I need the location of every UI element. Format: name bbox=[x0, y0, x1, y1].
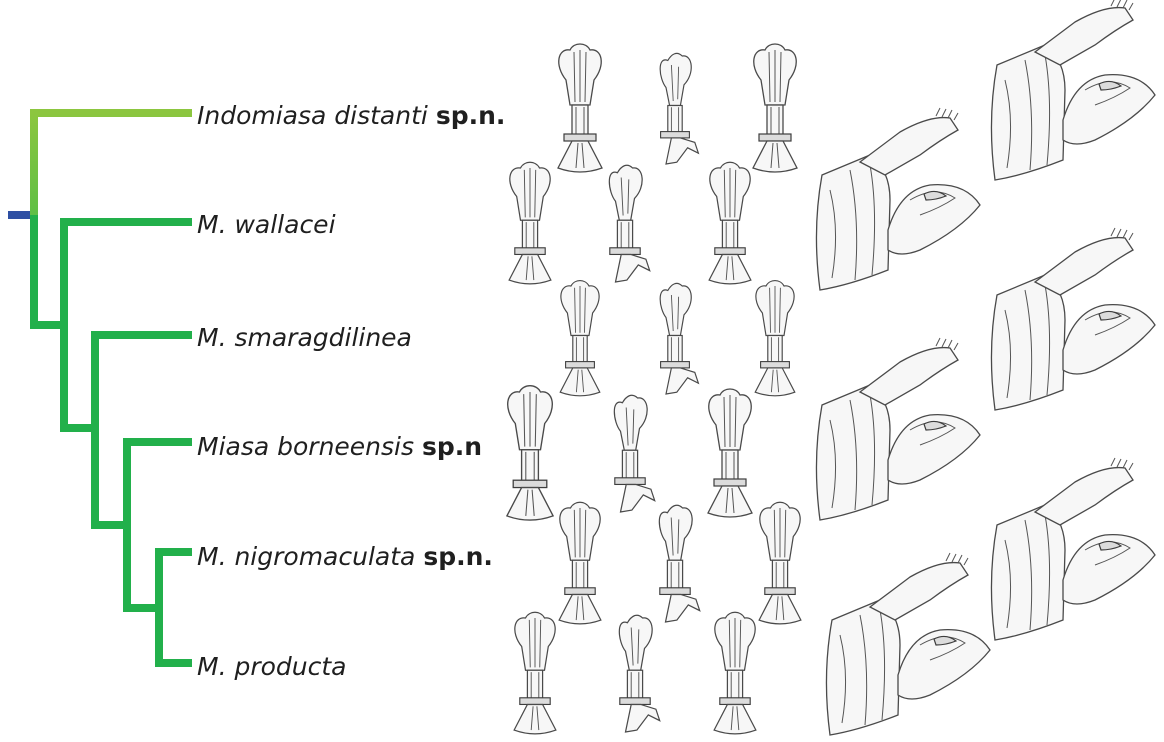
aedeagus-lateral-view-row-1 bbox=[660, 53, 698, 164]
aedeagus-ventral-view-row-6 bbox=[714, 612, 756, 734]
aedeagus-lateral-view-row-2 bbox=[609, 165, 649, 282]
cladogram bbox=[8, 113, 192, 663]
aedeagus-ventral-view-row-5 bbox=[759, 502, 801, 624]
taxon-label-m-smaragdilinea: M. smaragdilinea bbox=[197, 323, 412, 352]
branch-m-nigromaculata bbox=[159, 552, 192, 608]
aedeagus-lateral-view-row-5 bbox=[659, 505, 699, 622]
aedeagus-ventral-view-row-1 bbox=[753, 44, 797, 172]
aedeagus-ventral-view-row-3 bbox=[755, 281, 795, 396]
aedeagus-dorsal-view-row-2 bbox=[509, 162, 551, 284]
taxon-label-m-producta: M. producta bbox=[197, 652, 347, 681]
aedeagus-dorsal-view-row-4 bbox=[507, 386, 553, 520]
aedeagus-lateral-view-row-4 bbox=[614, 395, 654, 512]
pygofer-illustrations bbox=[816, 0, 1155, 735]
pygofer-drawing-2 bbox=[816, 108, 980, 290]
aedeagus-lateral-view-row-3 bbox=[660, 283, 698, 394]
pygofer-drawing-1 bbox=[991, 0, 1155, 180]
branch-clade-2 bbox=[64, 325, 95, 428]
branch-clade-4 bbox=[127, 525, 159, 608]
branch-miasa-borneensis bbox=[127, 442, 192, 525]
aedeagus-illustrations bbox=[507, 44, 801, 734]
branch-miasa-stem bbox=[34, 215, 64, 325]
aedeagus-ventral-view-row-2 bbox=[709, 162, 751, 284]
aedeagus-dorsal-view-row-6 bbox=[514, 612, 556, 734]
aedeagus-lateral-view-row-6 bbox=[619, 615, 659, 732]
pygofer-drawing-3 bbox=[991, 228, 1155, 410]
branch-m-smaragdilinea bbox=[95, 335, 192, 428]
aedeagus-ventral-view-row-4 bbox=[708, 389, 752, 517]
aedeagus-dorsal-view-row-5 bbox=[559, 502, 601, 624]
branch-indomiasa-distanti bbox=[34, 113, 192, 215]
branch-m-producta bbox=[159, 608, 192, 663]
aedeagus-dorsal-view-row-1 bbox=[558, 44, 602, 172]
aedeagus-dorsal-view-row-3 bbox=[560, 281, 600, 396]
branch-clade-3 bbox=[95, 428, 127, 525]
pygofer-drawing-6 bbox=[826, 553, 990, 735]
pygofer-drawing-5 bbox=[991, 458, 1155, 640]
taxon-label-m-wallacei: M. wallacei bbox=[197, 210, 336, 239]
pygofer-drawing-4 bbox=[816, 338, 980, 520]
branch-m-wallacei bbox=[64, 222, 192, 325]
